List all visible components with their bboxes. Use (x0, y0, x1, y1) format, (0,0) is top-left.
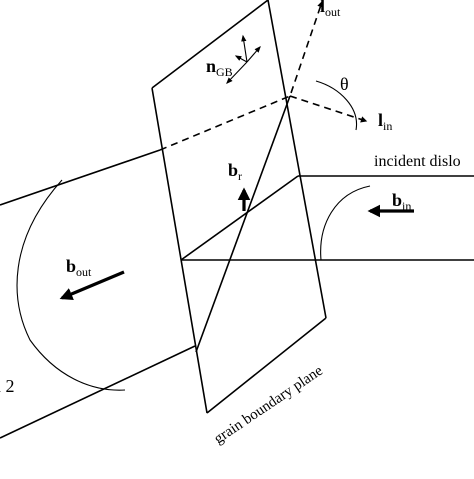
theta-angle-arc (315, 80, 358, 131)
l-out-label: lout (320, 0, 341, 19)
n-gb-axis-lower (226, 61, 248, 84)
l-in-label: lin (378, 110, 392, 133)
b-out-vector (59, 270, 125, 300)
b-in-subscript: in (402, 199, 411, 213)
n-gb-axis-short (234, 55, 248, 63)
incident-dislocation-label: incident dislo (374, 153, 461, 170)
outgoing-cylinder-top-edge (0, 149, 161, 206)
grain-2-label: n 2 (0, 376, 15, 396)
grain-boundary-plane-label: grain boundary plane (211, 363, 326, 448)
n-gb-label: nGB (206, 56, 233, 79)
l-in-subscript: in (383, 119, 392, 133)
b-in-label: bin (392, 190, 411, 213)
n-gb-axis-side (246, 46, 261, 63)
l-out-subscript: out (325, 5, 341, 19)
outgoing-cylinder-end-arc (16, 179, 126, 391)
grain-boundary-plane (151, 0, 327, 414)
n-gb-axis-vertical (241, 34, 248, 63)
incident-cylinder-end-arc (320, 185, 371, 261)
b-out-subscript: out (76, 265, 92, 279)
b-r-label: br (228, 160, 242, 183)
plane-diagonal (195, 95, 291, 353)
n-gb-subscript: GB (216, 65, 233, 79)
outgoing-cylinder-bottom-edge (0, 345, 196, 439)
l-in-direction (289, 95, 368, 123)
b-r-subscript: r (238, 169, 242, 183)
theta-label: θ (340, 74, 349, 94)
outgoing-cylinder-axis (180, 175, 299, 261)
l-out-direction (159, 0, 324, 151)
b-out-label: bout (66, 256, 92, 279)
